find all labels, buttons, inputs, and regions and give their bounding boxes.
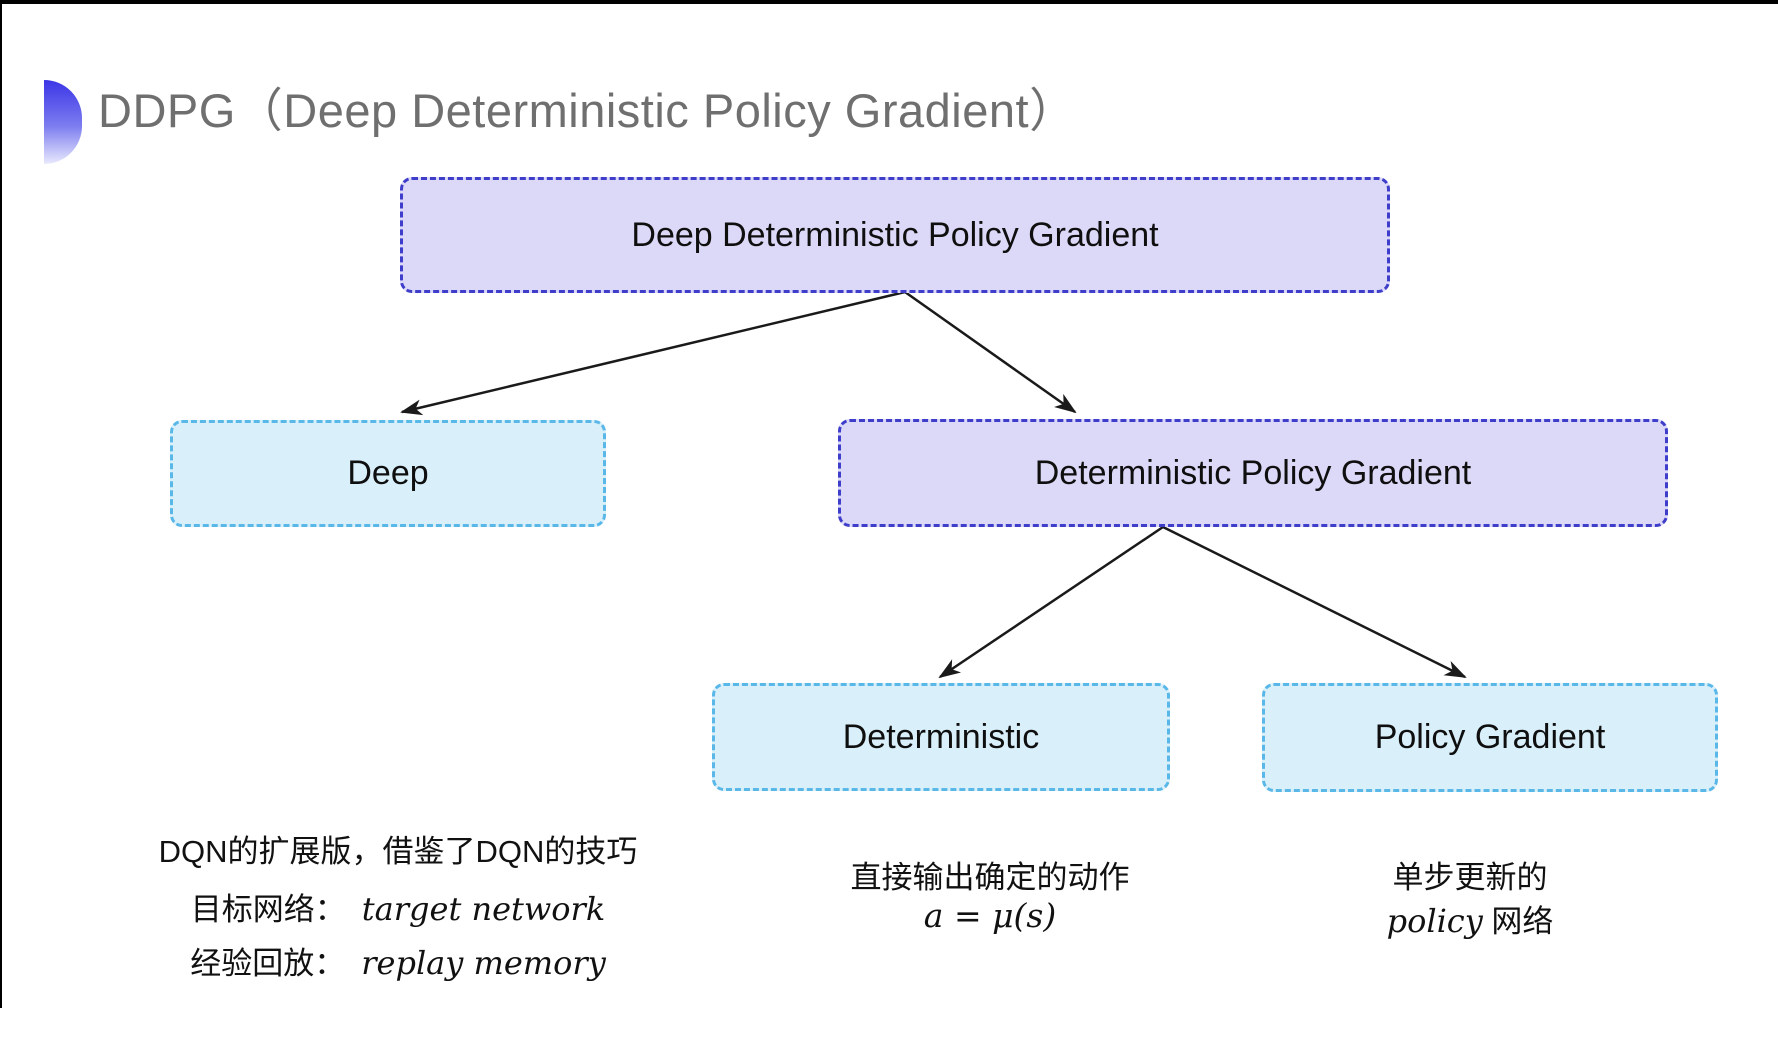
node-label: Policy Gradient: [1374, 718, 1606, 756]
note-deep-target: 目标网络： target network: [128, 884, 668, 929]
node-label: Deep Deterministic Policy Gradient: [631, 215, 1159, 254]
node-deterministic: Deterministic: [712, 683, 1170, 791]
note-policy-gradient-line1: 单步更新的: [1392, 860, 1548, 895]
node-policy-gradient: Policy Gradient: [1262, 683, 1718, 792]
left-edge-line: [0, 0, 2, 1008]
note-value-italic: target network: [361, 890, 606, 928]
note-label: 目标网络：: [190, 892, 346, 927]
note-value-italic: replay memory: [361, 944, 606, 982]
arrow-root-to-deep: [400, 290, 906, 416]
note-policy-gradient-line2: policy 网络: [1200, 896, 1740, 941]
note-label: 经验回放：: [190, 946, 346, 981]
arrow-dpg-to-policy-gradient: [1162, 525, 1467, 679]
note-deterministic-line1: 直接输出确定的动作: [850, 860, 1130, 895]
note-deep-replay: 经验回放： replay memory: [128, 938, 668, 983]
title-row: DDPG（Deep Deterministic Policy Gradient）: [0, 72, 1600, 172]
top-edge-bar: [0, 0, 1778, 4]
note-word-rest: 网络: [1491, 904, 1554, 939]
node-deep-deterministic-policy-gradient: Deep Deterministic Policy Gradient: [400, 177, 1390, 293]
node-deep: Deep: [170, 420, 606, 527]
page-title: DDPG（Deep Deterministic Policy Gradient）: [98, 84, 1077, 137]
note-deterministic-formula: a = μ(s): [923, 896, 1057, 935]
note-deep-line1: DQN的扩展版，借鉴了DQN的技巧: [158, 834, 638, 869]
arrow-dpg-to-deterministic: [938, 525, 1164, 679]
node-deterministic-policy-gradient: Deterministic Policy Gradient: [838, 419, 1668, 527]
note-word-italic: policy: [1386, 902, 1483, 940]
node-label: Deterministic: [842, 717, 1040, 756]
node-label: Deep: [347, 454, 429, 492]
arrow-root-to-dpg: [904, 290, 1077, 414]
node-label: Deterministic Policy Gradient: [1034, 453, 1472, 492]
